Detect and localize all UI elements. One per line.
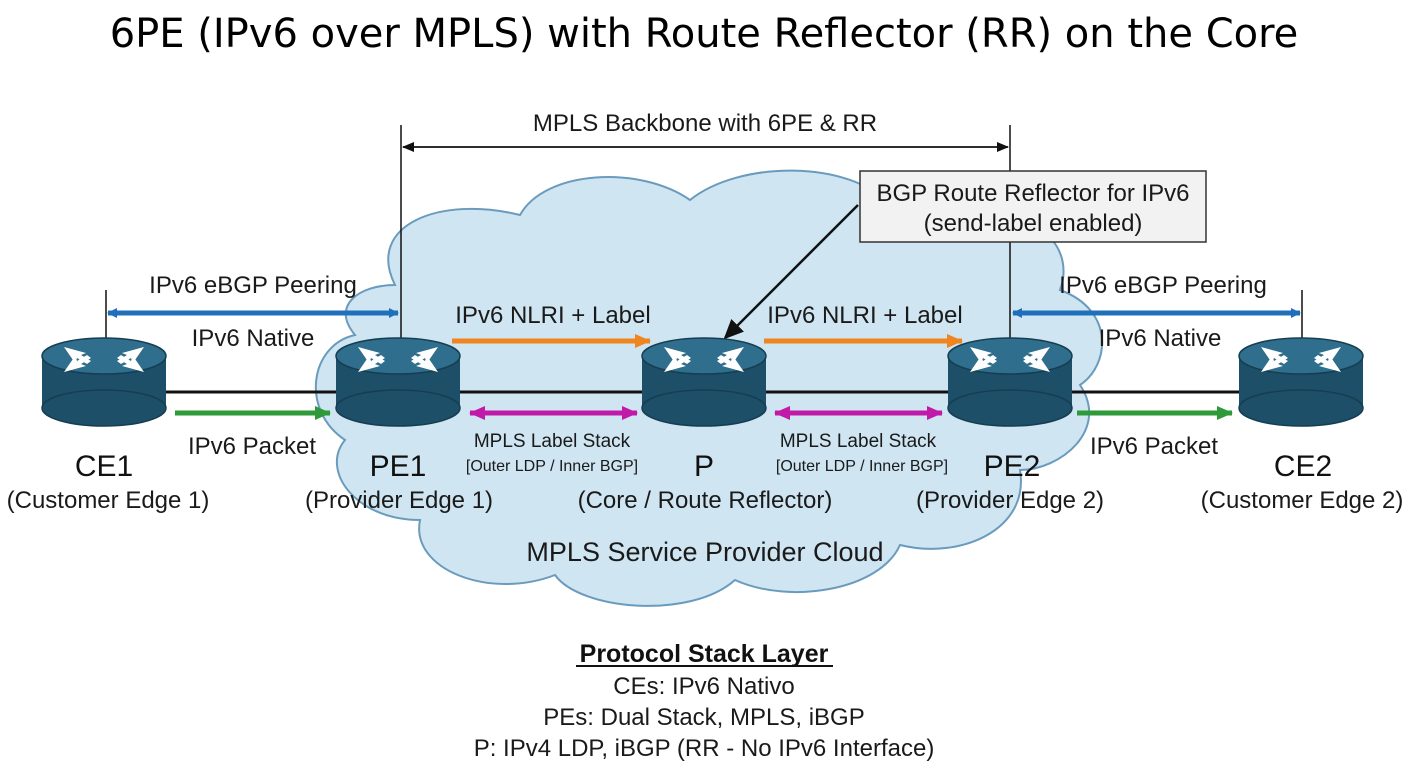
left-packet-label: IPv6 Packet (188, 433, 316, 460)
left-native-label: IPv6 Native (192, 325, 315, 352)
protocol-stack-title: Protocol Stack Layer (580, 640, 829, 668)
backbone-label: MPLS Backbone with 6PE & RR (533, 110, 877, 137)
router-icon (335, 337, 461, 427)
router-icon (1238, 337, 1364, 427)
rr-callout: BGP Route Reflector for IPv6 (send-label… (723, 170, 1207, 340)
nlri-right-label: IPv6 NLRI + Label (767, 302, 962, 329)
callout-line1: BGP Route Reflector for IPv6 (876, 180, 1189, 207)
ce2-name: CE2 (1274, 450, 1332, 483)
ce2-desc: (Customer Edge 2) (1201, 487, 1404, 514)
stack-left-sub-label: [Outer LDP / Inner BGP] (466, 458, 638, 475)
router-pe1[interactable] (335, 337, 461, 427)
router-ce2[interactable] (1238, 337, 1364, 427)
ce1-desc: (Customer Edge 1) (7, 487, 210, 514)
pe1-desc: (Provider Edge 1) (305, 487, 493, 514)
stack-right-label: MPLS Label Stack (780, 431, 937, 452)
protocol-stack-legend: Protocol Stack Layer CEs: IPv6 Nativo PE… (474, 640, 935, 762)
router-icon (41, 337, 167, 427)
cloud-label: MPLS Service Provider Cloud (526, 537, 883, 567)
protocol-stack-line: CEs: IPv6 Nativo (613, 673, 794, 700)
right-peering-label: IPv6 eBGP Peering (1059, 272, 1267, 299)
nlri-left-label: IPv6 NLRI + Label (455, 302, 650, 329)
backbone-span: MPLS Backbone with 6PE & RR (400, 110, 1011, 345)
stack-right-sub-label: [Outer LDP / Inner BGP] (776, 458, 948, 475)
protocol-stack-line: PEs: Dual Stack, MPLS, iBGP (543, 704, 864, 731)
right-packet-label: IPv6 Packet (1090, 433, 1218, 460)
p-desc: (Core / Route Reflector) (578, 487, 833, 514)
router-p[interactable] (641, 337, 767, 427)
callout-pointer-arrow (723, 204, 859, 340)
router-icon (641, 337, 767, 427)
router-icon (947, 337, 1073, 427)
router-ce1[interactable] (41, 337, 167, 427)
pe1-name: PE1 (370, 450, 427, 483)
page-title: 6PE (IPv6 over MPLS) with Route Reflecto… (110, 11, 1299, 57)
ce1-name: CE1 (75, 450, 133, 483)
stack-left-label: MPLS Label Stack (474, 431, 631, 452)
router-pe2[interactable] (947, 337, 1073, 427)
p-name: P (694, 450, 714, 483)
pe2-name: PE2 (984, 450, 1041, 483)
left-peering-label: IPv6 eBGP Peering (149, 272, 357, 299)
pe2-desc: (Provider Edge 2) (916, 487, 1104, 514)
callout-line2: (send-label enabled) (924, 210, 1143, 237)
protocol-stack-line: P: IPv4 LDP, iBGP (RR - No IPv6 Interfac… (474, 735, 935, 762)
right-native-label: IPv6 Native (1099, 325, 1222, 352)
